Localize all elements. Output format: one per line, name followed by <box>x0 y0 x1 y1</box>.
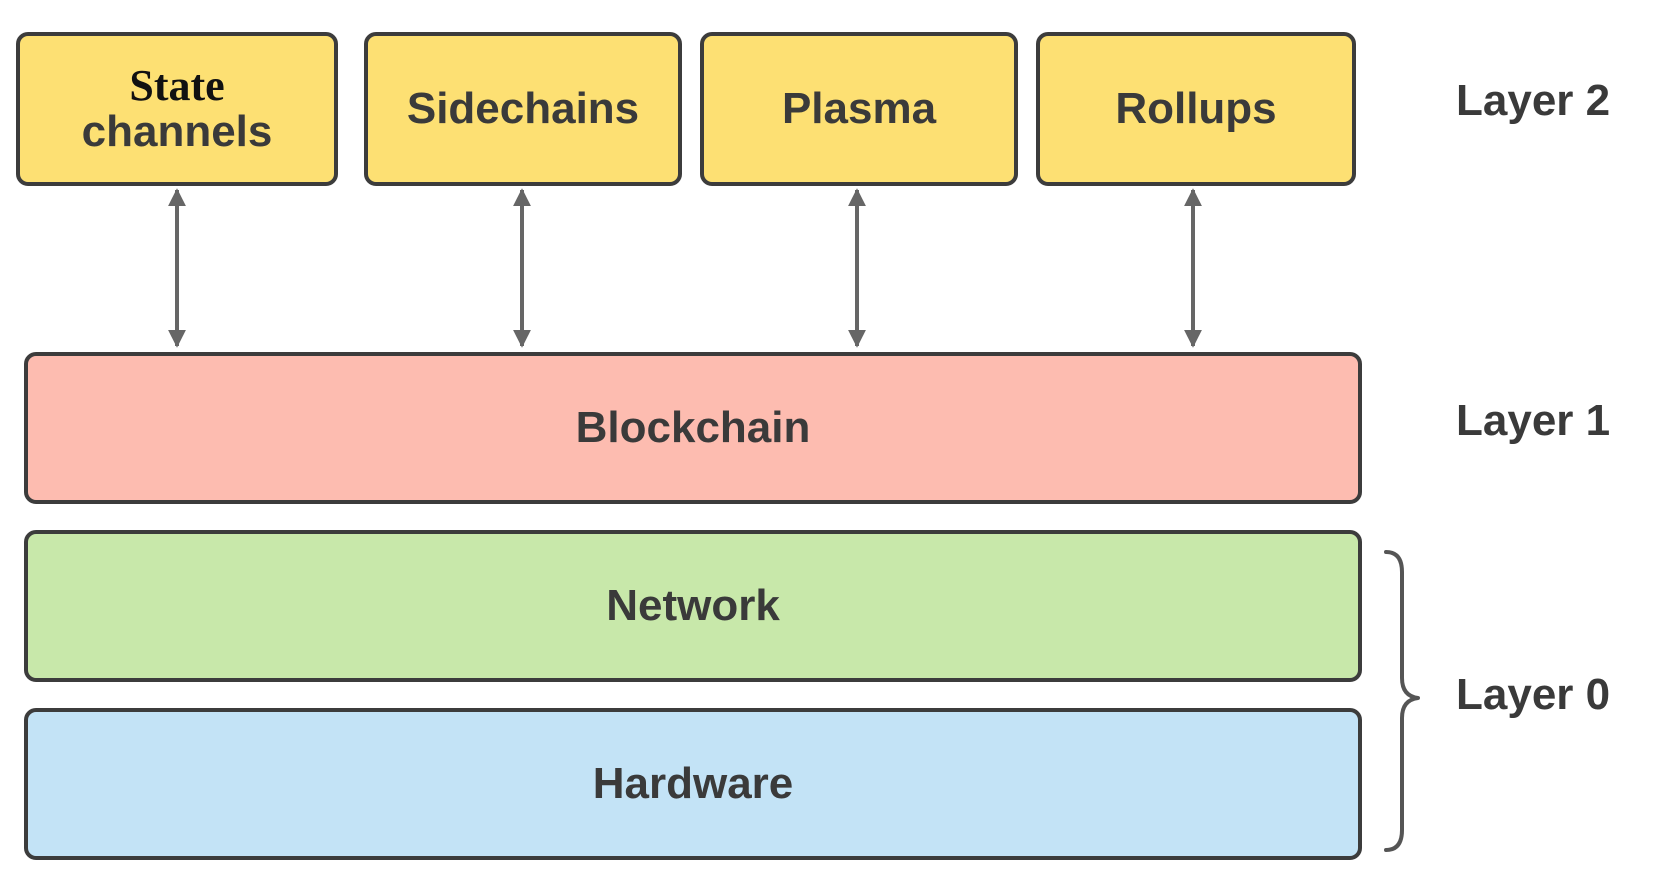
sidechains-label: Sidechains <box>406 83 640 133</box>
plasma-box: Plasma <box>700 32 1018 186</box>
state-channels-box: State channels <box>16 32 338 186</box>
layer-1-label: Layer 1 <box>1456 396 1611 445</box>
layer-2-label: Layer 2 <box>1456 76 1611 125</box>
blockchain-label: Blockchain <box>575 402 811 452</box>
rollups-box: Rollups <box>1036 32 1356 186</box>
rollups-label: Rollups <box>1115 83 1277 133</box>
network-box: Network <box>24 530 1362 682</box>
layer-0-brace <box>1384 550 1420 852</box>
blockchain-box: Blockchain <box>24 352 1362 504</box>
plasma-label: Plasma <box>781 83 937 133</box>
hardware-label: Hardware <box>592 758 794 808</box>
sidechains-box: Sidechains <box>364 32 682 186</box>
state-channels-line2: channels <box>81 107 273 156</box>
hardware-box: Hardware <box>24 708 1362 860</box>
network-label: Network <box>606 580 780 630</box>
state-channels-line1: State <box>129 60 225 110</box>
layer-0-label: Layer 0 <box>1456 670 1611 719</box>
